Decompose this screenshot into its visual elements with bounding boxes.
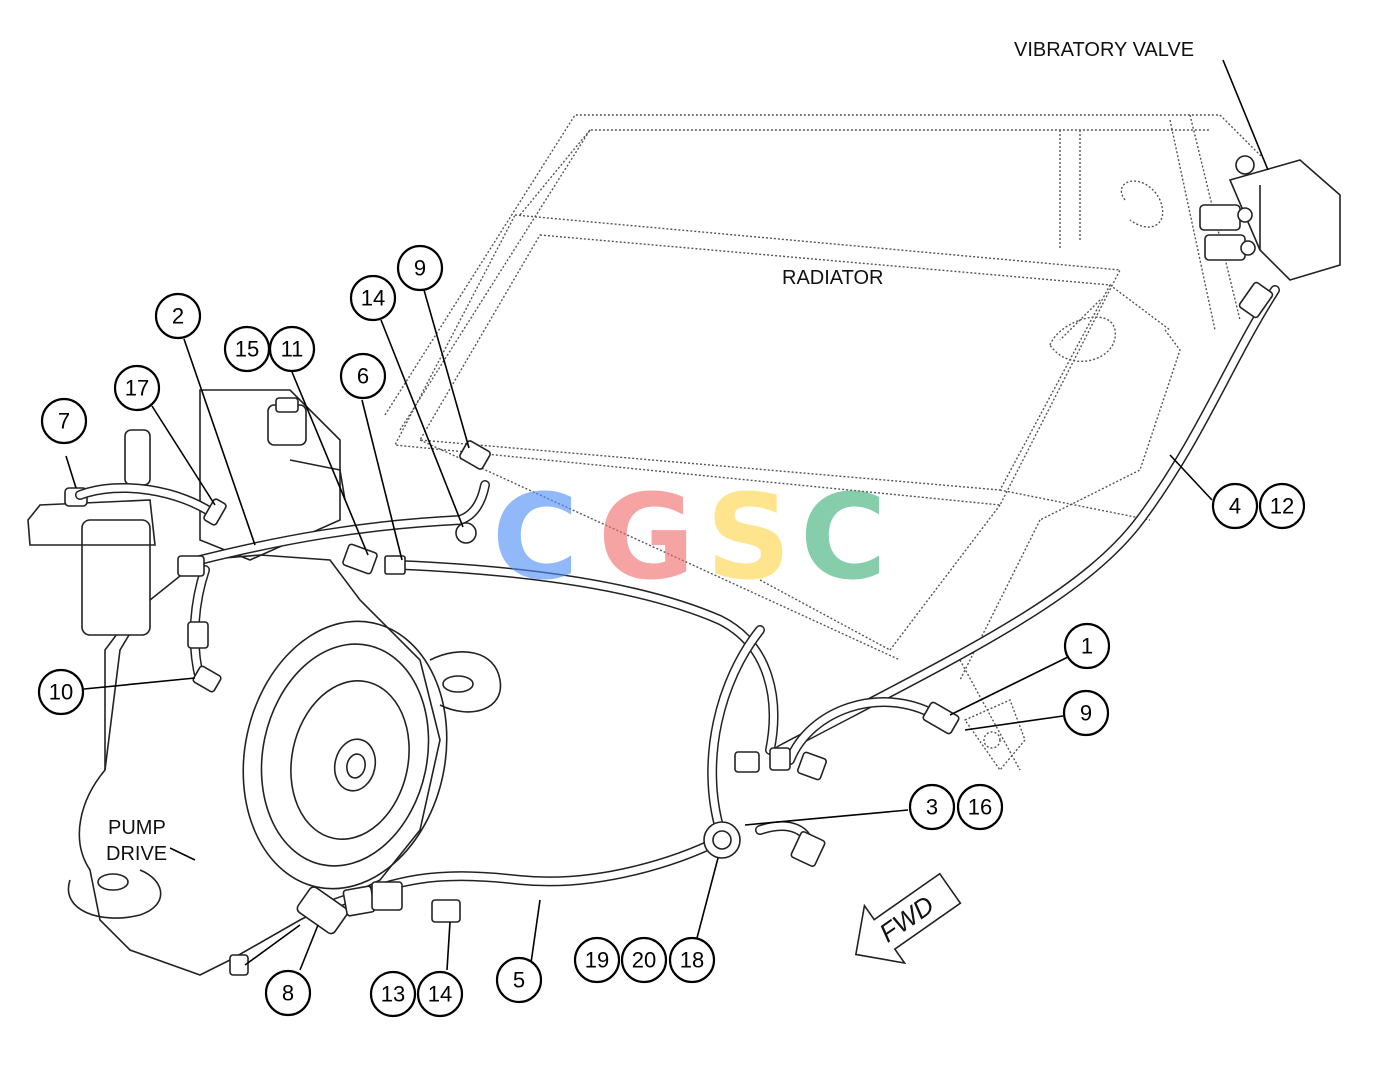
callout-20: 20 (620, 936, 668, 984)
callout-18: 18 (668, 936, 716, 984)
callout-4: 4 (1211, 482, 1259, 530)
watermark-letter-1: C (492, 468, 579, 606)
callout-2: 2 (154, 292, 202, 340)
callout-number: 3 (926, 795, 938, 820)
callout-9-upper: 9 (396, 244, 444, 292)
vibratory-valve-label: VIBRATORY VALVE (1014, 39, 1194, 61)
callout-13: 13 (369, 970, 417, 1018)
callout-14-upper: 14 (349, 274, 397, 322)
engine-top-components (199, 389, 346, 561)
callout-12: 12 (1258, 482, 1306, 530)
vibratory-valve (1199, 155, 1341, 281)
watermark-letter-2: G (598, 468, 695, 606)
callout-number: 20 (632, 948, 656, 973)
callout-8: 8 (264, 969, 312, 1017)
callout-3: 3 (908, 783, 956, 831)
pump-drive-label-line2: DRIVE (106, 843, 167, 865)
callout-number: 7 (58, 409, 70, 434)
callout-number: 4 (1229, 494, 1241, 519)
callout-19: 19 (573, 936, 621, 984)
callout-17: 17 (113, 364, 161, 412)
fittings (177, 281, 1274, 935)
callout-6: 6 (339, 352, 387, 400)
radiator-frame (384, 114, 1266, 772)
callout-number: 17 (125, 376, 149, 401)
callout-number: 14 (428, 982, 452, 1007)
callout-15: 15 (223, 325, 271, 373)
fwd-arrow: FWD (854, 872, 962, 965)
watermark: C G S C (492, 468, 887, 606)
pump-drive-housing (67, 554, 502, 976)
callout-number: 5 (513, 968, 525, 993)
callout-number: 19 (585, 948, 609, 973)
callout-16: 16 (956, 783, 1004, 831)
watermark-letter-4: C (800, 468, 887, 606)
callout-number: 18 (680, 948, 704, 973)
leader-lines (65, 59, 1269, 971)
callout-11: 11 (268, 325, 316, 373)
watermark-letter-3: S (706, 468, 791, 606)
callout-number: 13 (381, 982, 405, 1007)
callout-number: 10 (49, 680, 73, 705)
callout-9-lower: 9 (1062, 689, 1110, 737)
callout-number: 12 (1270, 494, 1294, 519)
callout-1: 1 (1063, 622, 1111, 670)
callout-14-lower: 14 (416, 970, 464, 1018)
callout-7: 7 (40, 397, 88, 445)
callout-number: 2 (172, 304, 184, 329)
callout-number: 16 (968, 795, 992, 820)
callout-number: 6 (357, 364, 369, 389)
callout-10: 10 (37, 668, 85, 716)
callout-number: 11 (281, 337, 304, 362)
callout-number: 15 (235, 337, 259, 362)
callout-5: 5 (495, 956, 543, 1004)
pump-drive-label-line1: PUMP (108, 817, 166, 839)
callout-number: 14 (361, 286, 385, 311)
callout-number: 1 (1081, 634, 1093, 659)
radiator-label: RADIATOR (782, 267, 884, 289)
callout-number: 9 (414, 256, 426, 281)
filter-canister (27, 429, 156, 636)
callout-number: 9 (1080, 701, 1092, 726)
callout-number: 8 (282, 981, 294, 1006)
